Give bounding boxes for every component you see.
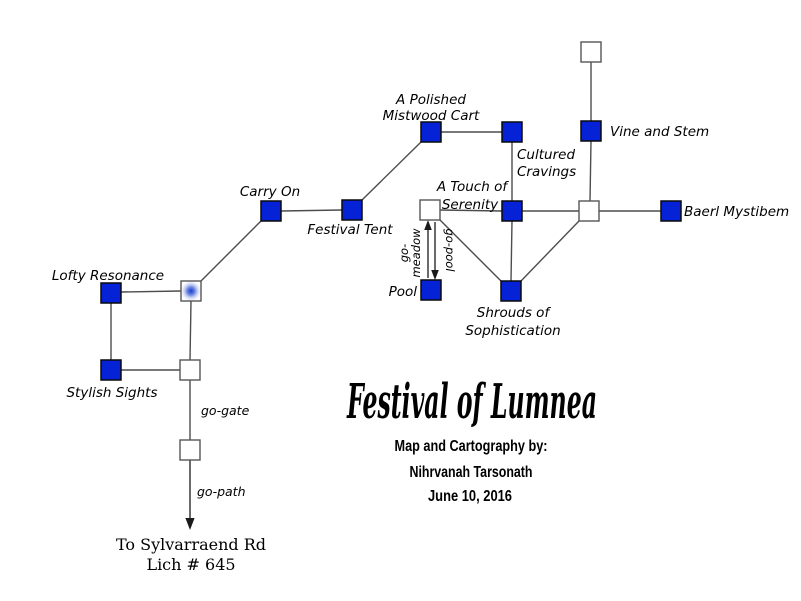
credit-line2: Nihrvanah Tarsonath xyxy=(410,464,533,481)
node-carry-on xyxy=(260,200,282,222)
label-lofty-resonance: Lofty Resonance xyxy=(52,268,164,284)
node-vine-and-stem xyxy=(580,120,602,142)
map-title-block: Festival of Lumnea Map and Cartography b… xyxy=(346,374,597,505)
edge-carryon-to-here xyxy=(200,220,262,282)
label-cultured-line1: Cultured xyxy=(517,147,575,163)
edge-lofty-to-here xyxy=(120,290,182,293)
exit-note-line1: To Sylvarraend Rd xyxy=(116,535,266,554)
credit-line1: Map and Cartography by: xyxy=(395,438,548,455)
label-go-path: go-path xyxy=(197,484,246,499)
label-stylish-sights: Stylish Sights xyxy=(66,385,157,401)
node-corner-junction xyxy=(179,359,201,381)
label-go-gate: go-gate xyxy=(201,403,250,418)
node-crossroad xyxy=(578,200,600,222)
label-polished-line1: A Polished xyxy=(395,92,466,108)
node-pool xyxy=(420,279,442,301)
map-node-labels: Vine and Stem A Polished Mistwood Cart C… xyxy=(52,92,789,401)
go-meadow-arrowhead-icon xyxy=(424,220,432,230)
label-go-pool: go-pool xyxy=(443,228,457,272)
node-mid-junction xyxy=(501,200,523,222)
node-you-are-here-marker xyxy=(180,280,202,302)
node-a-polished-mistwood-cart xyxy=(420,121,442,143)
edge-serenity-to-shrouds xyxy=(439,219,502,282)
edge-serenity-to-mid xyxy=(439,209,503,212)
map-path-labels: go- meadow go-pool go-gate go-path xyxy=(197,228,457,499)
node-shrouds-of-sophistication xyxy=(500,280,522,302)
edge-festivaltent-to-polished xyxy=(361,141,422,201)
label-carry-on: Carry On xyxy=(240,184,300,200)
map-edges xyxy=(110,62,661,440)
credit-line3: June 10, 2016 xyxy=(428,488,512,505)
node-gate-junction xyxy=(179,439,201,461)
label-serenity-line1: A Touch of xyxy=(436,179,509,195)
node-exit-north xyxy=(580,41,602,63)
go-path-arrowhead-icon xyxy=(185,518,195,530)
map-nodes xyxy=(100,41,682,461)
label-cultured-line2: Cravings xyxy=(517,164,576,180)
node-baerl-mystibem xyxy=(660,200,682,222)
label-shrouds-line2: Sophistication xyxy=(465,323,560,339)
label-serenity-line2: Serenity xyxy=(442,197,499,213)
node-a-touch-of-serenity xyxy=(419,199,441,221)
label-festival-tent: Festival Tent xyxy=(307,222,393,238)
node-festival-tent xyxy=(341,199,363,221)
edge-carryon-to-festivaltent xyxy=(280,209,343,212)
edge-crossroad-to-shrouds xyxy=(520,220,580,282)
label-baerl-mystibem: Baerl Mystibem xyxy=(684,204,789,220)
label-go-meadow-line1: go- xyxy=(397,244,411,263)
map-title: Festival of Lumnea xyxy=(346,374,597,430)
label-shrouds-line1: Shrouds of xyxy=(477,305,552,321)
node-stylish-sights xyxy=(100,359,122,381)
map-exit-note: To Sylvarraend Rd Lich # 645 xyxy=(116,535,266,574)
edge-vinestem-to-crossroad xyxy=(589,140,592,202)
label-polished-line2: Mistwood Cart xyxy=(383,108,480,124)
edge-here-to-corner xyxy=(189,300,192,361)
label-pool: Pool xyxy=(389,284,418,300)
node-lofty-resonance xyxy=(100,282,122,304)
map-arrows xyxy=(185,220,439,530)
go-pool-arrowhead-icon xyxy=(431,270,439,280)
label-go-meadow-line2: meadow xyxy=(409,228,423,278)
label-vine-and-stem: Vine and Stem xyxy=(610,124,709,140)
edge-mid-to-shrouds xyxy=(510,220,513,282)
node-cultured-cravings xyxy=(501,121,523,143)
exit-note-line2: Lich # 645 xyxy=(146,555,235,574)
